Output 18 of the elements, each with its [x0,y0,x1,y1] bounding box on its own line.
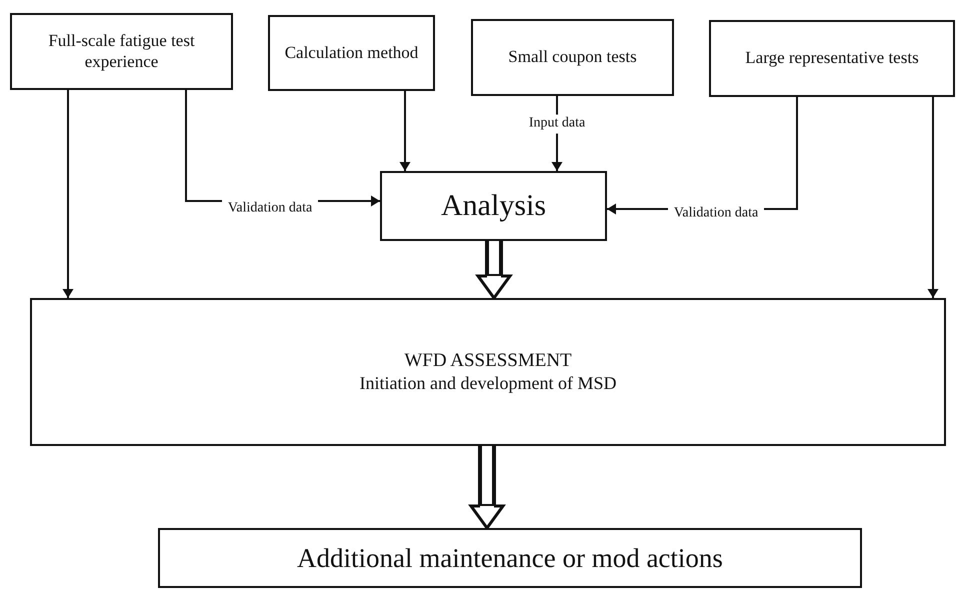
box-text: Additional maintenance or mod actions [297,542,723,574]
box-text: Full-scale fatigue test experience [47,31,196,72]
process-box [471,19,674,96]
box-text: Initiation and development of MSD [360,372,616,394]
process-box [268,15,435,91]
box-text: Analysis [441,188,546,224]
arrow [928,97,938,298]
box-text: Large representative tests [745,48,919,69]
box-text: Small coupon tests [508,47,637,68]
process-box [10,13,233,90]
process-box [158,528,862,588]
process-box [380,171,607,241]
process-box [30,298,946,446]
box-text: WFD ASSESSMENT [404,350,572,373]
arrow [400,91,410,171]
box-text: Calculation method [284,42,418,64]
process-box [709,20,955,97]
arrow [64,90,72,298]
